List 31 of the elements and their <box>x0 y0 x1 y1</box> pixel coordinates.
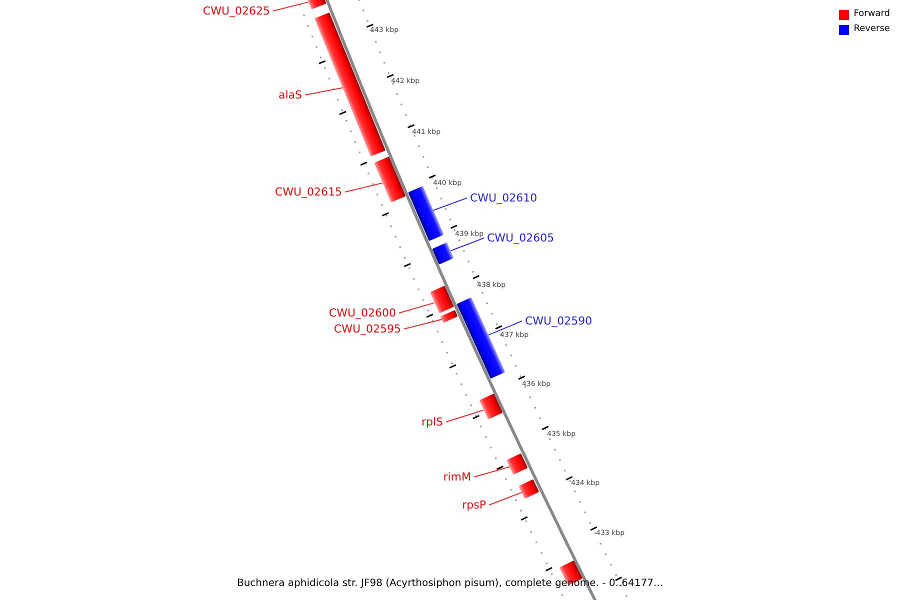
gene-label: rpsP <box>462 498 486 512</box>
gene-label: CWU_02595 <box>334 322 401 336</box>
gene-label: CWU_02610 <box>470 192 538 204</box>
gene-label: CWU_02605 <box>487 232 554 244</box>
leader-line <box>488 492 523 506</box>
legend-label: Forward <box>854 9 890 20</box>
gene-label: alaS <box>278 88 302 102</box>
gene-label: CWU_02590 <box>525 314 592 328</box>
gene-bar <box>519 478 540 499</box>
gene-bar <box>440 310 458 322</box>
gene-bar <box>478 394 502 420</box>
leader-line <box>474 466 510 478</box>
gene-label: CWU_02615 <box>274 186 342 198</box>
leader-line <box>450 238 484 252</box>
gene-label: CWU_02600 <box>328 306 396 320</box>
leader-line <box>404 318 442 330</box>
gene-label: rplS <box>421 416 443 428</box>
leader-line <box>304 87 344 96</box>
leader-line <box>272 2 309 12</box>
gene-bar <box>432 242 454 266</box>
leader-line <box>398 302 435 314</box>
leader-line <box>446 410 484 422</box>
gene-bar <box>506 452 528 474</box>
leader-line <box>488 320 522 336</box>
gene-bar <box>430 286 454 314</box>
legend-label: Reverse <box>854 24 890 35</box>
leader-line <box>432 198 468 211</box>
gene-label: CWU_02625 <box>202 4 270 18</box>
caption: Buchnera aphidicola str. JF98 (Acyrthosiphon pisum), complete genome. - 0..64177... <box>236 578 664 590</box>
gene-label: rimM <box>443 470 471 484</box>
leader-line <box>344 182 383 192</box>
